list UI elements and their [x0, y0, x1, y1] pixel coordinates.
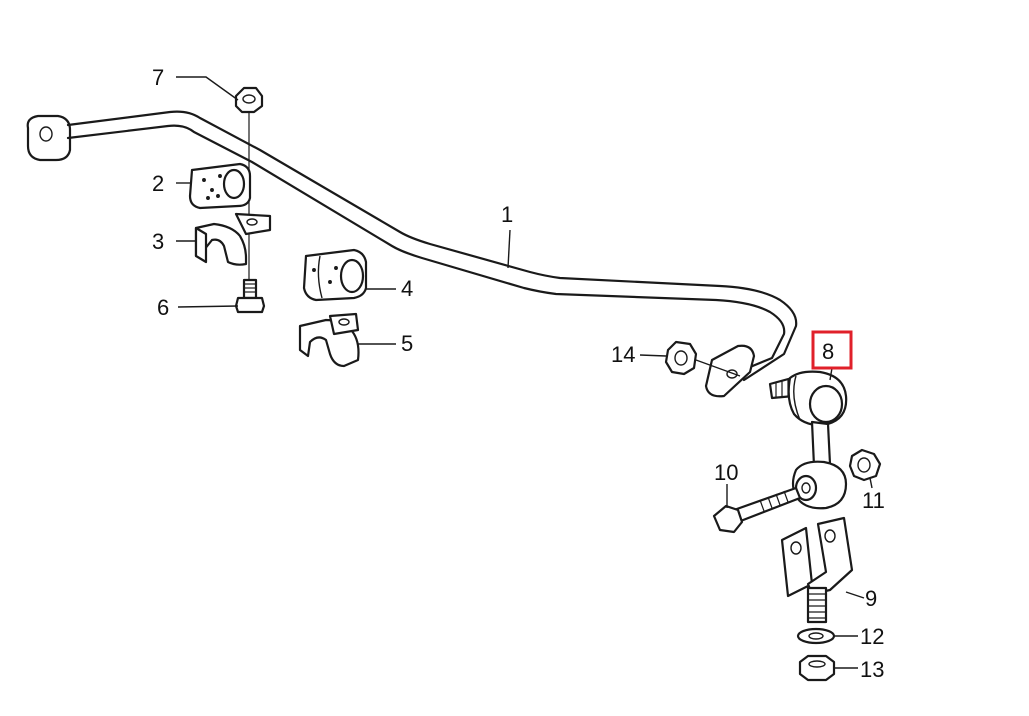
bolt-part-10	[712, 486, 802, 534]
rubber-mount-part-2	[188, 162, 252, 210]
nut-part-7	[234, 86, 264, 300]
callout-7: 7	[152, 65, 164, 90]
washer-part-12	[796, 627, 836, 645]
link-lower-eye	[791, 460, 848, 510]
callout-10: 10	[714, 460, 738, 485]
leader-lines	[176, 76, 873, 669]
callout-5: 5	[401, 331, 413, 356]
link-ball-joint-part-8	[768, 370, 848, 468]
bracket-part-3	[194, 212, 272, 266]
callout-8: 8	[822, 339, 834, 364]
bracket-part-5	[298, 312, 360, 368]
callout-labels: 7 2 3 6 1 4 5 14 8 10 11 9 12 13	[152, 65, 885, 682]
stabilizer-bar-part-1	[26, 110, 798, 398]
callout-9: 9	[865, 586, 877, 611]
bracket-part-9	[780, 516, 854, 624]
bolt-part-6	[234, 278, 266, 314]
callout-2: 2	[152, 171, 164, 196]
callout-12: 12	[860, 624, 884, 649]
nut-part-14	[664, 340, 741, 377]
callout-3: 3	[152, 229, 164, 254]
callout-6: 6	[157, 295, 169, 320]
callout-13: 13	[860, 657, 884, 682]
callout-1: 1	[501, 202, 513, 227]
nut-part-13	[798, 654, 836, 682]
callout-4: 4	[401, 276, 413, 301]
nut-part-11	[848, 448, 882, 482]
callout-11: 11	[862, 488, 885, 513]
callout-8-highlight-box	[811, 330, 853, 370]
callout-14: 14	[611, 342, 635, 367]
rubber-mount-part-4	[302, 248, 368, 302]
